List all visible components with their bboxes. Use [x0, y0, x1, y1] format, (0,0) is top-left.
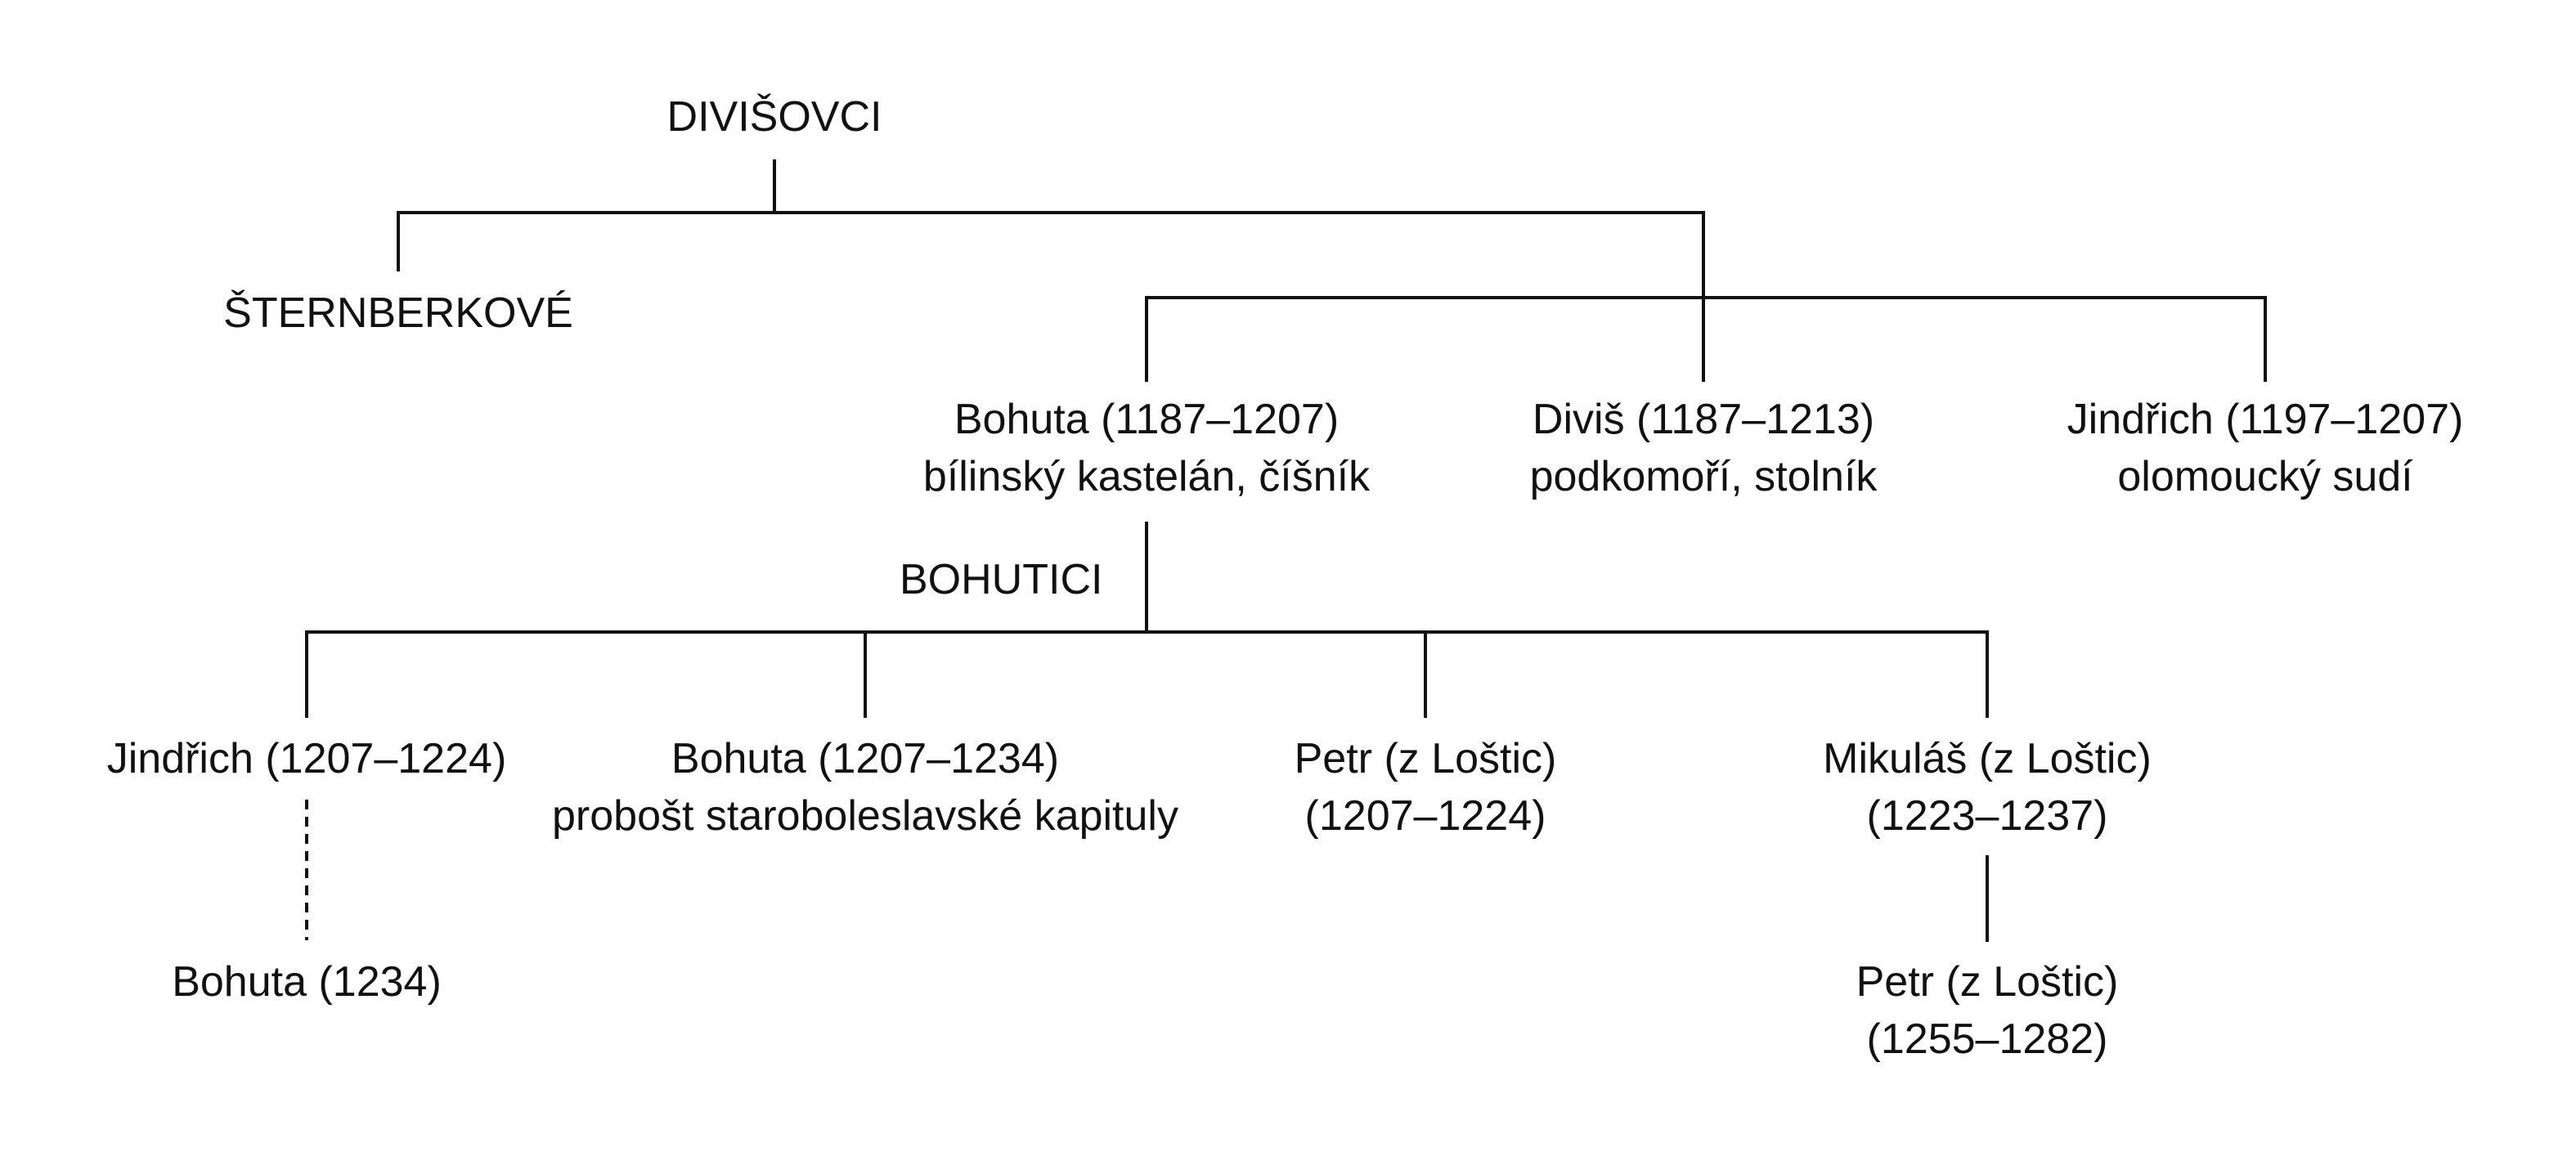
petr-1-name: Petr (z Loštic)	[1295, 735, 1557, 782]
jindrich-2-name: Jindřich (1207–1224)	[107, 735, 507, 782]
sternberk-label: ŠTERNBERKOVÉ	[223, 289, 573, 337]
labels: DIVIŠOVCI ŠTERNBERKOVÉ Bohuta (1187–1207…	[107, 93, 2464, 1063]
divis-name: Diviš (1187–1213)	[1533, 396, 1874, 443]
bohuta-1-name: Bohuta (1187–1207)	[954, 396, 1339, 443]
bohuta-1-role: bílinský kastelán, číšník	[923, 453, 1371, 500]
petr-2-name: Petr (z Loštic)	[1856, 958, 2119, 1006]
divis-role: podkomoří, stolník	[1530, 453, 1878, 500]
petr-1-years: (1207–1224)	[1305, 792, 1546, 840]
jindrich-1-role: olomoucký sudí	[2117, 453, 2413, 500]
root-label: DIVIŠOVCI	[667, 93, 882, 141]
jindrich-1-name: Jindřich (1197–1207)	[2067, 396, 2464, 443]
connector-lines	[305, 159, 2267, 942]
petr-2-years: (1255–1282)	[1867, 1015, 2108, 1063]
bohuta-2-name: Bohuta (1207–1234)	[671, 735, 1059, 782]
bohuta-3-name: Bohuta (1234)	[172, 958, 442, 1006]
bohuta-2-role: probošt staroboleslavské kapituly	[552, 792, 1178, 840]
mikulas-years: (1223–1237)	[1867, 792, 2108, 840]
bohutici-label: BOHUTICI	[900, 556, 1102, 603]
mikulas-name: Mikuláš (z Loštic)	[1823, 735, 2152, 782]
